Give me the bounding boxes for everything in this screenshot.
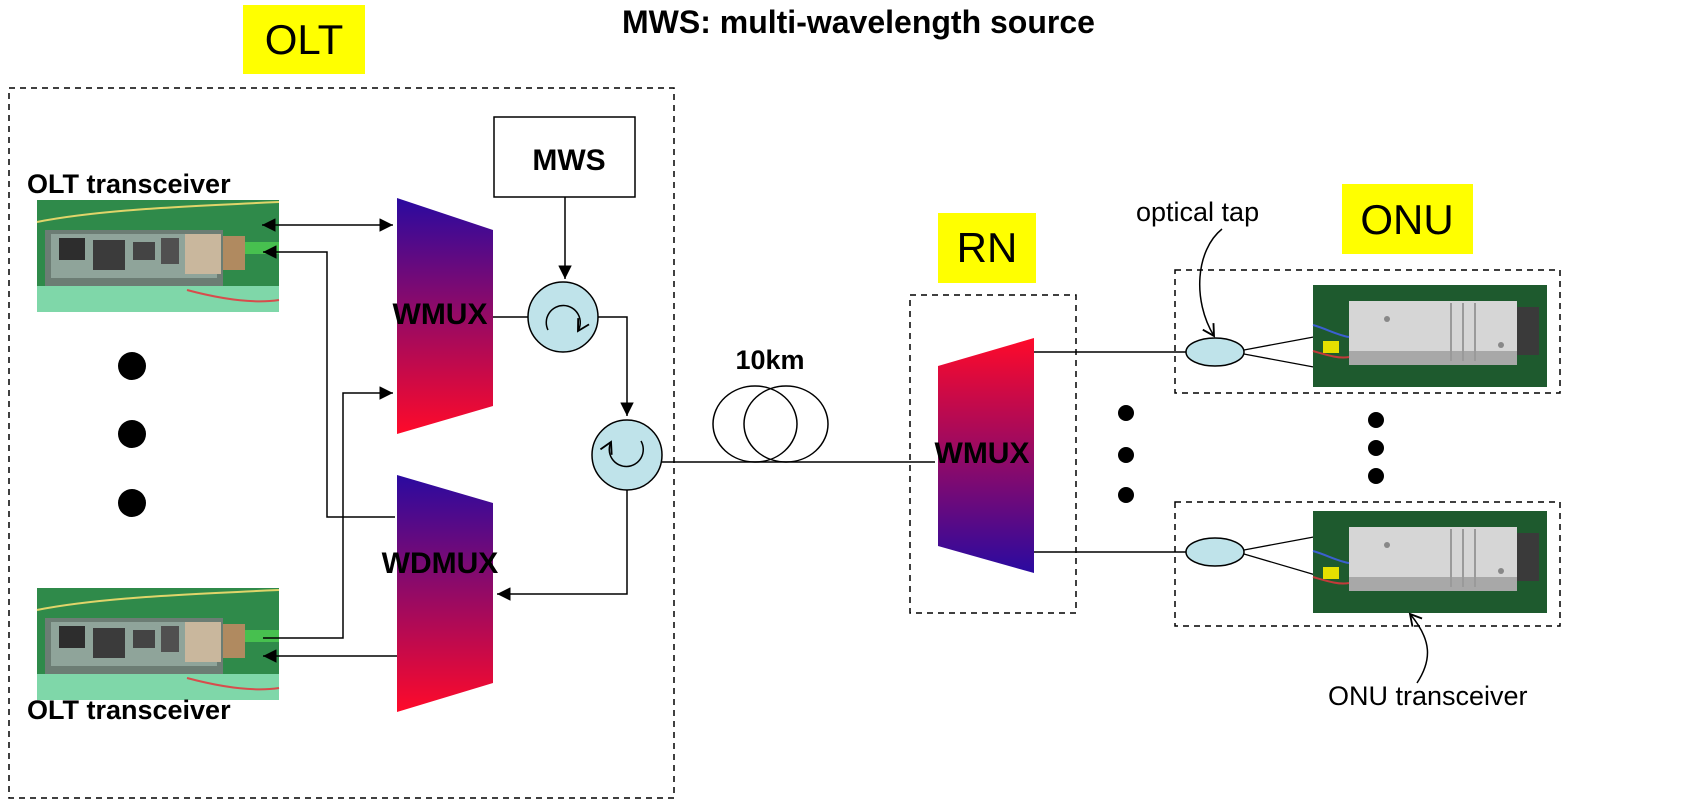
circulator-lower bbox=[591, 419, 663, 491]
rn-tag-label: RN bbox=[957, 224, 1018, 271]
olt-connections bbox=[262, 197, 634, 663]
onu-transceiver-label: ONU transceiver bbox=[1328, 681, 1528, 711]
rn-wmux-trapezoid bbox=[938, 338, 1034, 573]
olt-ellipsis-dot bbox=[118, 352, 146, 380]
onu-ellipsis-dot bbox=[1368, 468, 1384, 484]
olt-enclosure bbox=[8, 87, 675, 799]
rn-ellipsis-dot bbox=[1118, 405, 1134, 421]
rn-ellipsis-dot bbox=[1118, 447, 1134, 463]
rn-enclosure bbox=[909, 294, 1077, 614]
olt-wmux-trapezoid bbox=[397, 198, 493, 434]
rn-tag: RN bbox=[938, 213, 1036, 283]
mws-box bbox=[493, 116, 636, 198]
tap-to-onu-fibers bbox=[1243, 335, 1320, 577]
rn-to-onu-fibers bbox=[1034, 351, 1186, 553]
onu-ellipsis-dot bbox=[1368, 412, 1384, 428]
optical-tap-label: optical tap bbox=[1136, 197, 1259, 227]
optical-tap-bottom bbox=[1185, 537, 1245, 567]
olt-wmux-label: WMUX bbox=[393, 298, 488, 331]
olt-wdmux-trapezoid bbox=[397, 475, 493, 712]
olt-transceiver-bottom-image bbox=[36, 587, 280, 701]
circulator-upper bbox=[527, 281, 599, 353]
onu-enclosure-top bbox=[1174, 269, 1561, 394]
optical-tap-pointer bbox=[1199, 228, 1223, 338]
onu-transceiver-bottom-image bbox=[1312, 510, 1548, 614]
fiber-spool bbox=[712, 385, 829, 463]
onu-transceiver-pointer bbox=[1408, 612, 1429, 684]
onu-tag-label: ONU bbox=[1360, 196, 1453, 243]
olt-transceiver-bottom-label: OLT transceiver bbox=[27, 695, 231, 725]
onu-enclosure-bottom bbox=[1174, 501, 1561, 627]
olt-transceiver-top-image bbox=[36, 199, 280, 313]
olt-wdmux-label: WDMUX bbox=[382, 547, 499, 580]
olt-ellipsis-dot bbox=[118, 489, 146, 517]
diagram-title: MWS: multi-wavelength source bbox=[622, 4, 1095, 40]
optical-tap-top bbox=[1185, 337, 1245, 367]
olt-tag-label: OLT bbox=[265, 16, 344, 63]
olt-transceiver-top-label: OLT transceiver bbox=[27, 169, 231, 199]
fiber-length-label: 10km bbox=[735, 345, 804, 375]
mws-label: MWS bbox=[532, 144, 605, 177]
onu-transceiver-top-image bbox=[1312, 284, 1548, 388]
olt-tag: OLT bbox=[243, 5, 365, 74]
onu-ellipsis-dot bbox=[1368, 440, 1384, 456]
olt-ellipsis-dot bbox=[118, 420, 146, 448]
rn-wmux-label: WMUX bbox=[935, 437, 1030, 470]
rn-ellipsis-dot bbox=[1118, 487, 1134, 503]
onu-tag: ONU bbox=[1342, 184, 1473, 254]
